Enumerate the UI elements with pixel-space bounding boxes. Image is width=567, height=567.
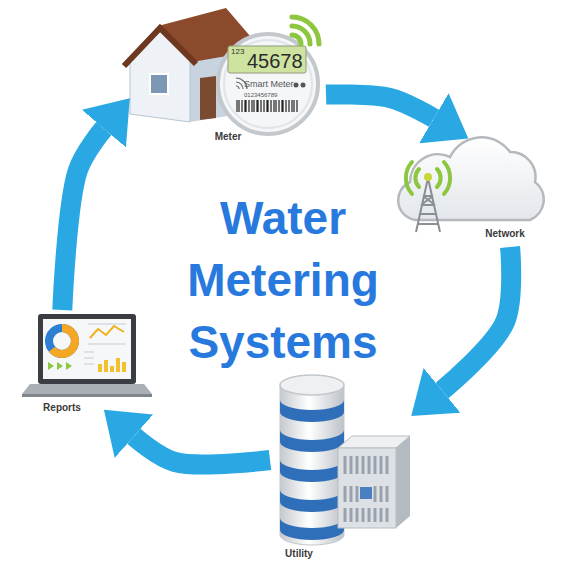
green-arrow (57, 362, 63, 370)
house-door (200, 76, 216, 120)
laptop-base (22, 384, 152, 394)
meter-led (294, 83, 299, 88)
cycle-arrow (134, 436, 270, 464)
database-band (280, 400, 344, 422)
server-side (396, 436, 410, 528)
node-caption: Meter (178, 131, 278, 143)
meter-ring (224, 40, 312, 128)
icon-node: Network (395, 135, 555, 247)
line-chart (90, 326, 124, 338)
meter-body (218, 34, 318, 134)
utility-icon (280, 375, 410, 545)
meter-brand-text: Smart Meter (244, 80, 294, 89)
laptop-icon (22, 314, 152, 397)
green-arrow (48, 362, 54, 370)
house-roof-edge (124, 28, 196, 66)
server-front (338, 448, 396, 528)
cycle-arrow (442, 247, 511, 390)
database-band (280, 490, 344, 512)
database-top (280, 375, 344, 395)
meter-register-number: 123 (231, 48, 244, 56)
cycle-arrow (62, 129, 104, 310)
smart-meter-icon (218, 17, 319, 134)
laptop-screen (43, 319, 131, 379)
icon-node: Meter (125, 5, 326, 145)
database-band (280, 430, 344, 452)
laptop-frame (38, 314, 136, 384)
diagram-title: Water Metering Systems (158, 187, 408, 373)
meter-barcode (237, 100, 297, 112)
laptop-lip (22, 394, 152, 397)
database-band (280, 518, 344, 540)
server-slots (345, 456, 387, 522)
wireless-signal-symbol (292, 17, 319, 44)
database-body (280, 385, 344, 545)
cloud-shape (398, 137, 544, 220)
network-icon (398, 137, 544, 232)
icon-node: Utility (270, 370, 415, 562)
database-band (280, 460, 344, 482)
radio-waves (406, 162, 450, 194)
node-caption: Utility (270, 548, 328, 560)
green-arrow (66, 362, 72, 370)
icon-node: Reports (22, 310, 152, 415)
house-window (150, 74, 168, 94)
antenna-tip (424, 173, 432, 181)
cycle-arrow (326, 94, 434, 118)
donut-chart-segment (49, 328, 75, 354)
node-caption: Reports (27, 402, 97, 414)
donut-chart (49, 328, 75, 354)
meter-serial-number: 0123456789 (244, 92, 277, 98)
node-caption: Network (465, 228, 545, 240)
bar-chart (100, 358, 124, 372)
meter-led (301, 83, 306, 88)
meter-reading: 45678 (247, 51, 303, 71)
meter-display (228, 46, 306, 73)
server-screen (360, 487, 372, 499)
